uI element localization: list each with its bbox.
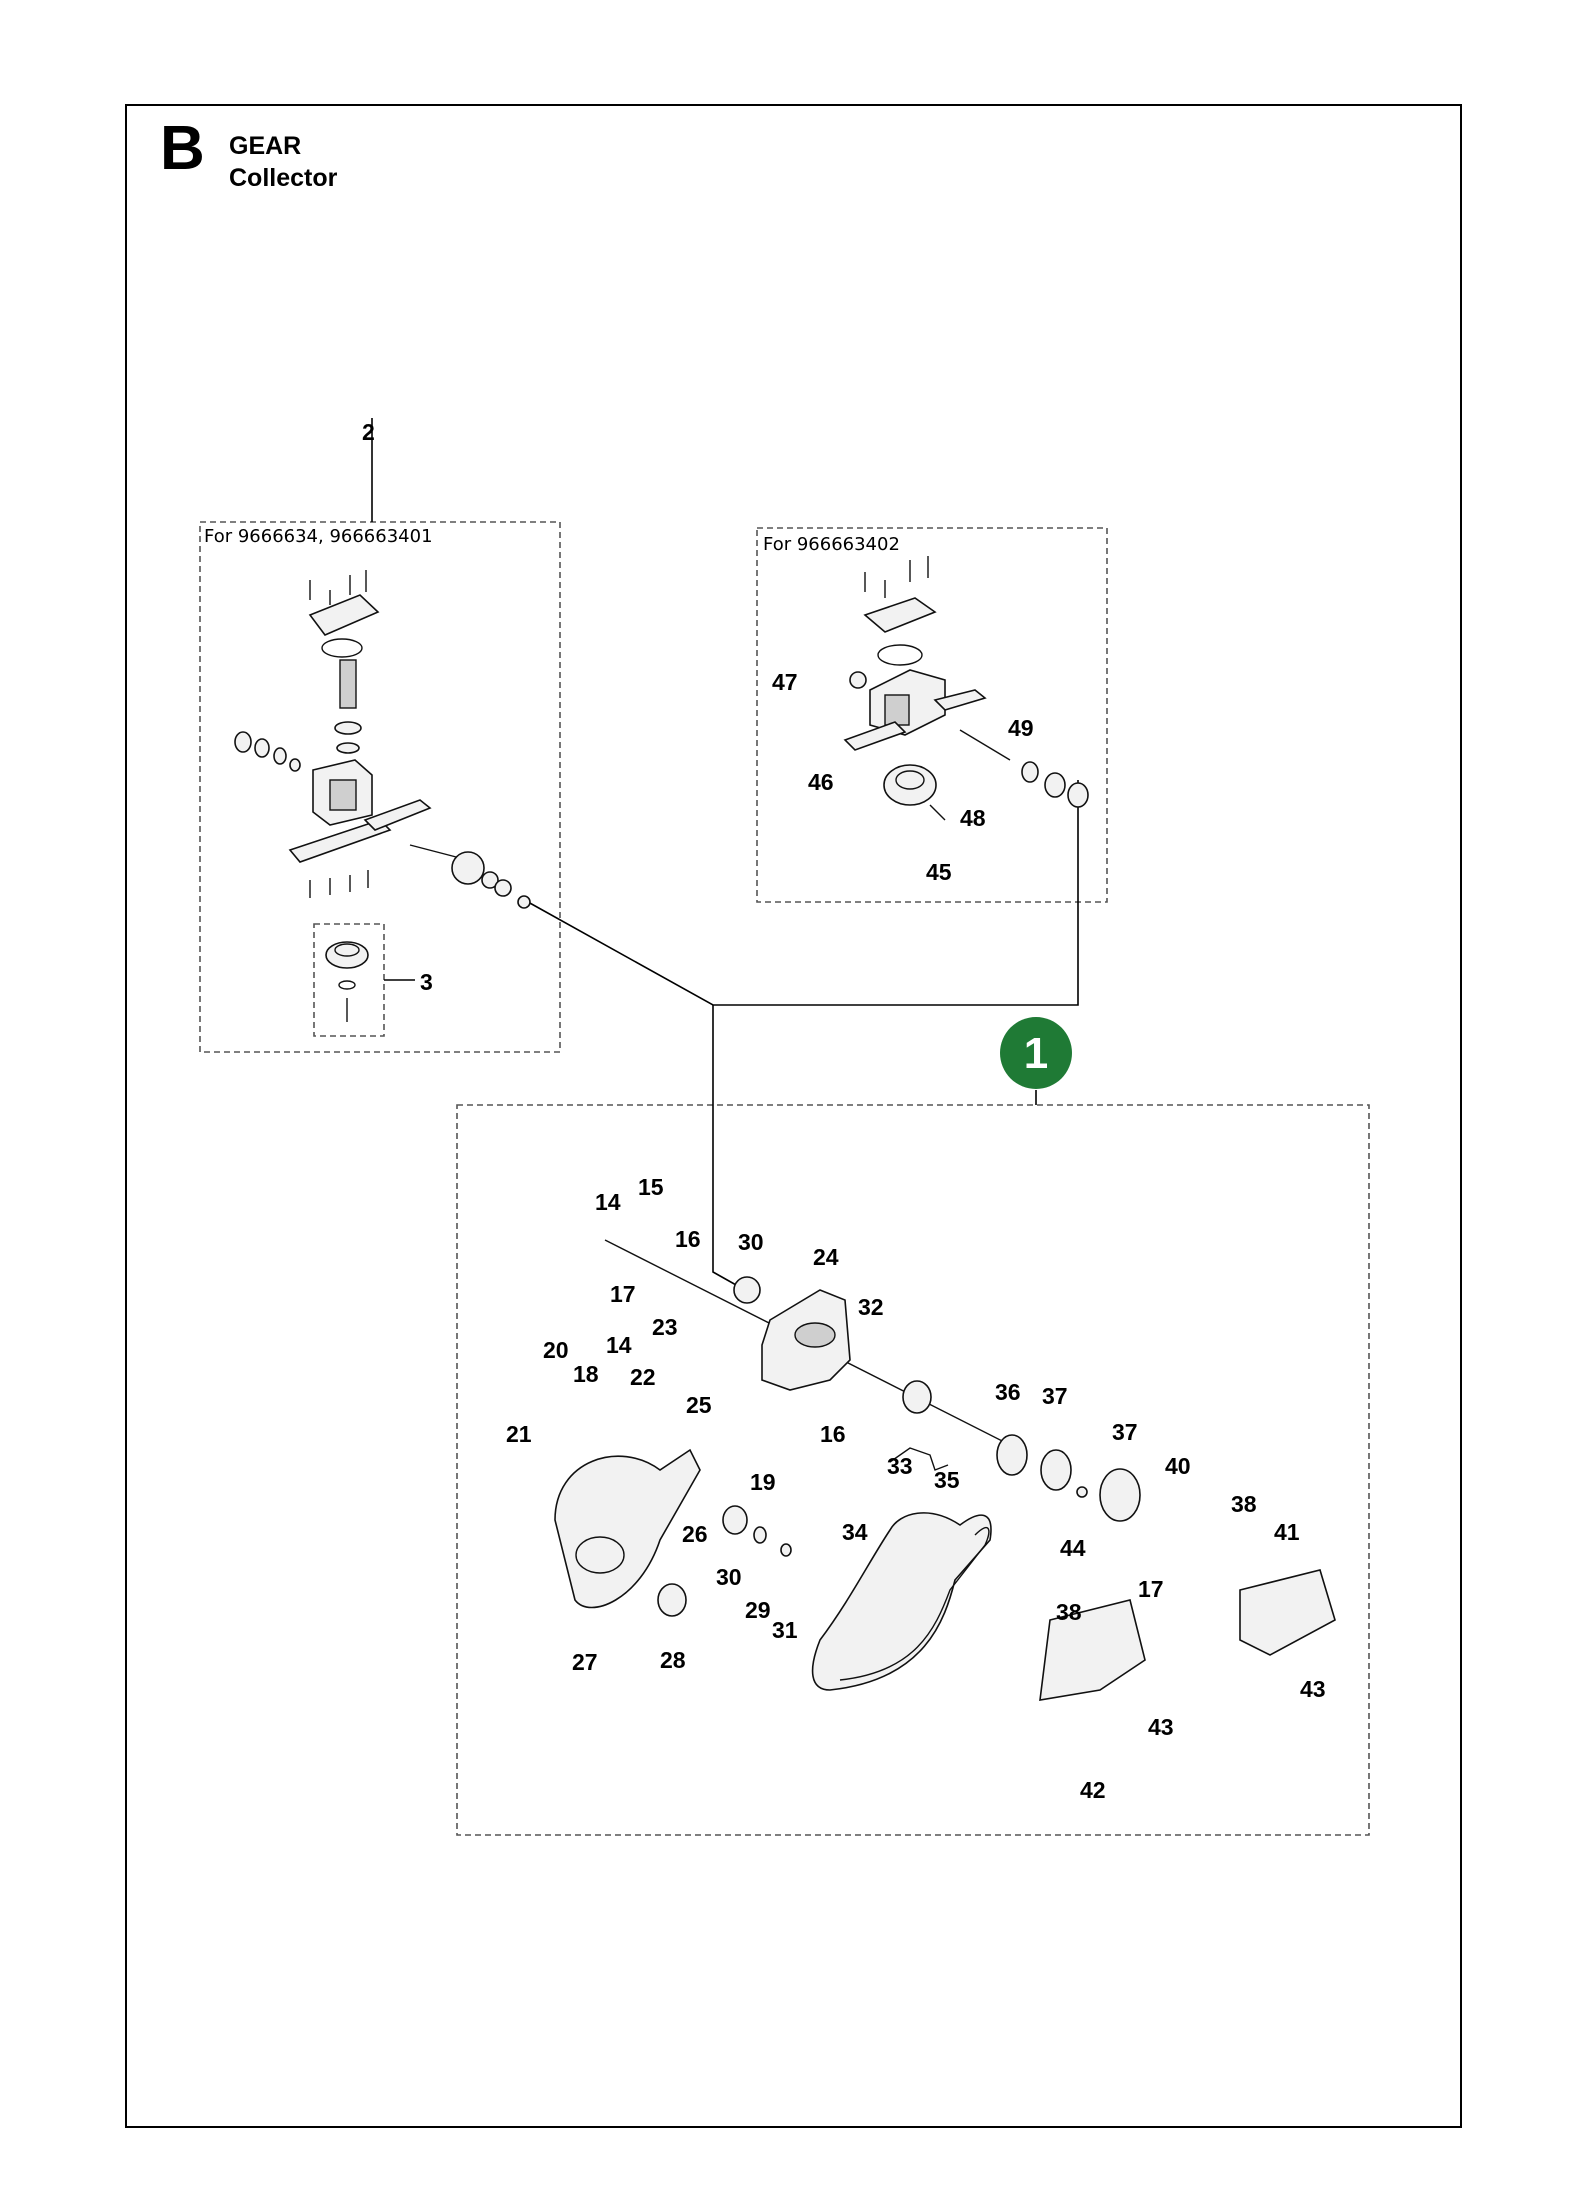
callout-37a: 37 (1042, 1383, 1068, 1409)
callout-16a: 16 (675, 1226, 701, 1252)
callout-27: 27 (572, 1649, 598, 1675)
callout-43a: 43 (1148, 1714, 1174, 1740)
callout-32: 32 (858, 1294, 884, 1320)
assembly-1-group-box (456, 1104, 1370, 1836)
callout-43b: 43 (1300, 1676, 1326, 1702)
callout-24: 24 (813, 1244, 839, 1270)
callout-40: 40 (1165, 1453, 1191, 1479)
callout-14b: 14 (606, 1332, 632, 1358)
callout-46: 46 (808, 769, 834, 795)
connector-gearboxes (527, 780, 1079, 1006)
right-box-label: For 966663402 (763, 534, 900, 555)
callout-16b: 16 (820, 1421, 846, 1447)
callout-19: 19 (750, 1469, 776, 1495)
callout-35: 35 (934, 1467, 960, 1493)
left-gearbox-drawing (234, 570, 531, 1022)
connector-to-assembly (712, 1005, 746, 1291)
callout-47: 47 (772, 669, 798, 695)
callout-28: 28 (660, 1647, 686, 1673)
callout-37b: 37 (1112, 1419, 1138, 1445)
assembly-1-drawing (554, 1239, 1336, 1701)
callout-17b: 17 (1138, 1576, 1164, 1602)
callout-23: 23 (652, 1314, 678, 1340)
page-frame (125, 104, 1462, 2128)
callout-38a: 38 (1231, 1491, 1257, 1517)
callout-30b: 30 (716, 1564, 742, 1590)
callout-36: 36 (995, 1379, 1021, 1405)
callout-44: 44 (1060, 1535, 1086, 1561)
right-gearbox-drawing (843, 556, 1089, 821)
callout-33: 33 (887, 1453, 913, 1479)
left-box-label: For 9666634, 966663401 (204, 526, 433, 547)
callout-30a: 30 (738, 1229, 764, 1255)
callout-34: 34 (842, 1519, 868, 1545)
callout-3: 3 (420, 969, 433, 995)
callout-21: 21 (506, 1421, 532, 1447)
callout-49: 49 (1008, 715, 1034, 741)
callout-45: 45 (926, 859, 952, 885)
callout-29: 29 (745, 1597, 771, 1623)
callout-18: 18 (573, 1361, 599, 1387)
pulley-subgroup-box (313, 923, 385, 1037)
callout-25: 25 (686, 1392, 712, 1418)
callout-42: 42 (1080, 1777, 1106, 1803)
assembly-badge (1000, 1017, 1072, 1089)
right-gearbox-group-box (756, 527, 1108, 903)
callout-15: 15 (638, 1174, 664, 1200)
callout-38b: 38 (1056, 1599, 1082, 1625)
callout-48: 48 (960, 805, 986, 831)
page-title: GEAR Collector (229, 130, 337, 194)
callout-26: 26 (682, 1521, 708, 1547)
callout-17a: 17 (610, 1281, 636, 1307)
callout-31: 31 (772, 1617, 798, 1643)
callout-22: 22 (630, 1364, 656, 1390)
title-gear: GEAR (229, 132, 302, 160)
callout-14a: 14 (595, 1189, 621, 1215)
title-collector: Collector (229, 164, 338, 192)
callout-20: 20 (543, 1337, 569, 1363)
callout-2: 2 (362, 419, 375, 445)
callout-41: 41 (1274, 1519, 1300, 1545)
left-gearbox-group-box (199, 521, 561, 1053)
assembly-badge-number: 1 (1024, 1029, 1048, 1078)
callout-labels: 2 3 47 49 46 48 45 14 15 16 30 24 17 23 … (362, 419, 1326, 1803)
section-letter: B (160, 114, 205, 183)
